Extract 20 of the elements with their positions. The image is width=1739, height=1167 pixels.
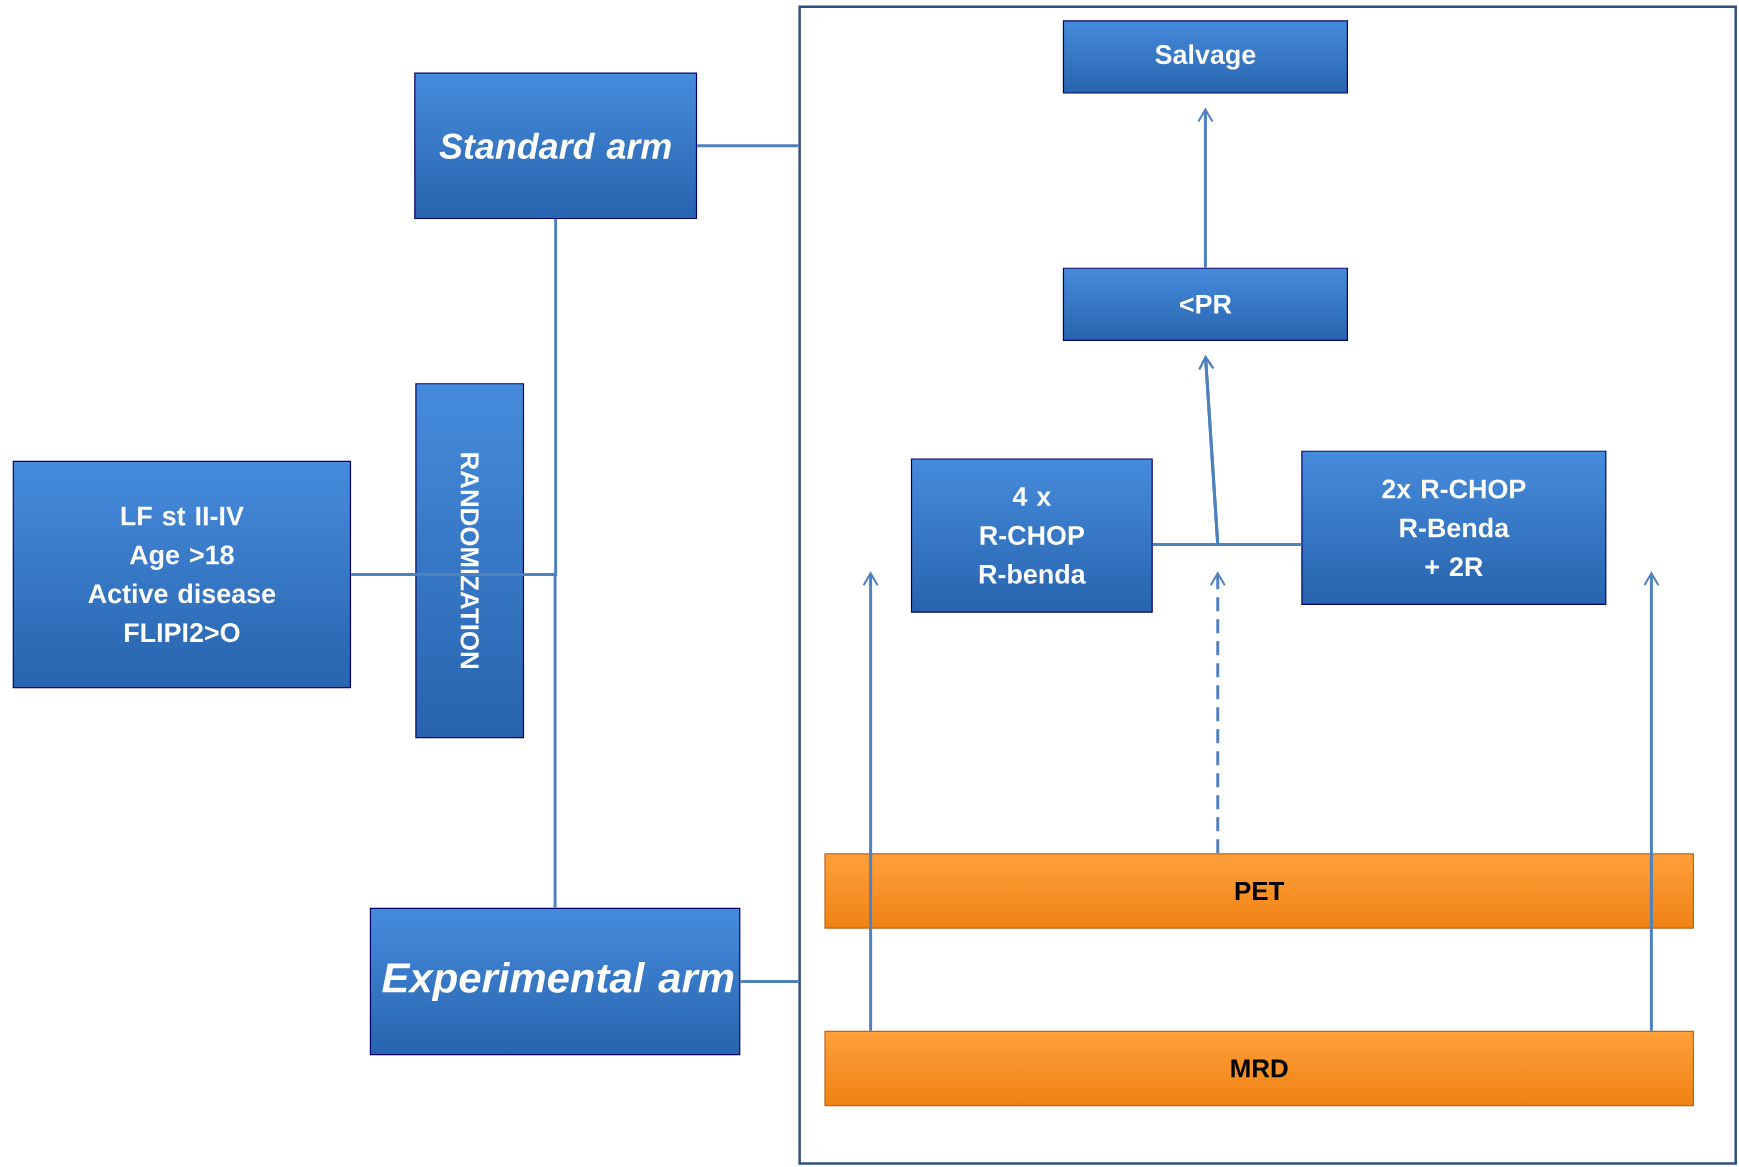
- process-box: 4 x R-CHOP R-benda: [910, 458, 1153, 613]
- frame-box: [798, 5, 1737, 1165]
- process-box: Salvage: [1062, 20, 1348, 94]
- connector: [351, 573, 470, 577]
- arm-box: Standard arm: [414, 72, 698, 220]
- process-box: <PR: [1062, 267, 1348, 342]
- connector: [469, 573, 557, 908]
- connector: [740, 980, 799, 984]
- connector: [1197, 107, 1214, 268]
- connector: [1198, 355, 1302, 547]
- arm-box: Experimental arm: [369, 907, 741, 1056]
- connector: [862, 571, 879, 1031]
- assessment-bar: PET: [824, 853, 1694, 929]
- connector: [1643, 571, 1660, 1031]
- assessment-bar: MRD: [824, 1030, 1694, 1107]
- connector: [697, 144, 799, 148]
- process-box: RANDOMIZATION: [415, 383, 525, 739]
- connector: [1209, 571, 1226, 854]
- process-box: LF st II-IV Age >18 Active disease FLIPI2>O: [12, 460, 352, 689]
- process-box: 2x R-CHOP R-Benda + 2R: [1301, 450, 1607, 606]
